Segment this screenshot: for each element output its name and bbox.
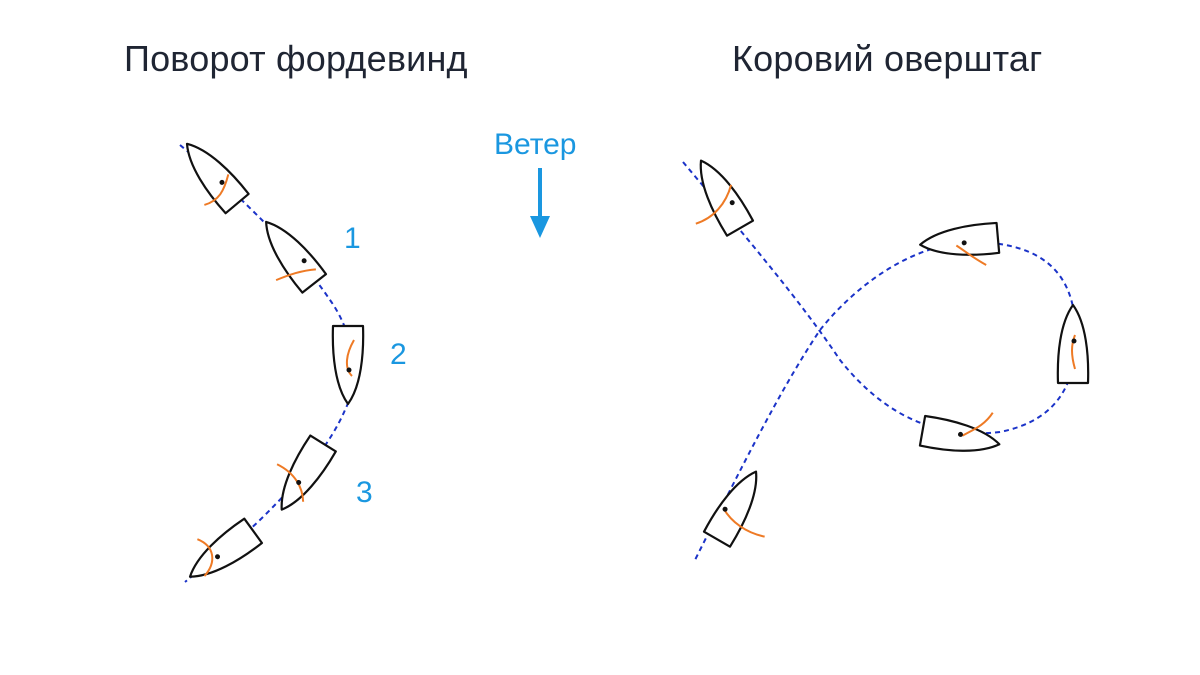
wind-arrow-icon — [530, 168, 550, 238]
boat-icon — [702, 462, 771, 548]
step-label-1: 1 — [344, 222, 361, 255]
right-diagram-title: Коровий оверштаг — [732, 38, 1043, 79]
boat-icon — [174, 132, 250, 215]
boat-icon — [918, 412, 1004, 461]
left-diagram-title: Поворот фордевинд — [124, 38, 468, 79]
boat-icon — [1056, 303, 1090, 385]
boat-icon — [331, 324, 365, 406]
boat-icon — [180, 517, 264, 591]
jibe-path — [179, 144, 355, 583]
cow-tack-diagram — [682, 151, 1090, 561]
boat-icon — [253, 211, 328, 294]
step-label-2: 2 — [390, 338, 407, 371]
boat-icon — [686, 151, 755, 237]
step-label-3: 3 — [356, 476, 373, 509]
wind-label: Ветер — [494, 128, 577, 161]
jibe-diagram — [174, 132, 365, 591]
boat-icon — [267, 434, 338, 519]
boat-icon — [917, 221, 1001, 266]
